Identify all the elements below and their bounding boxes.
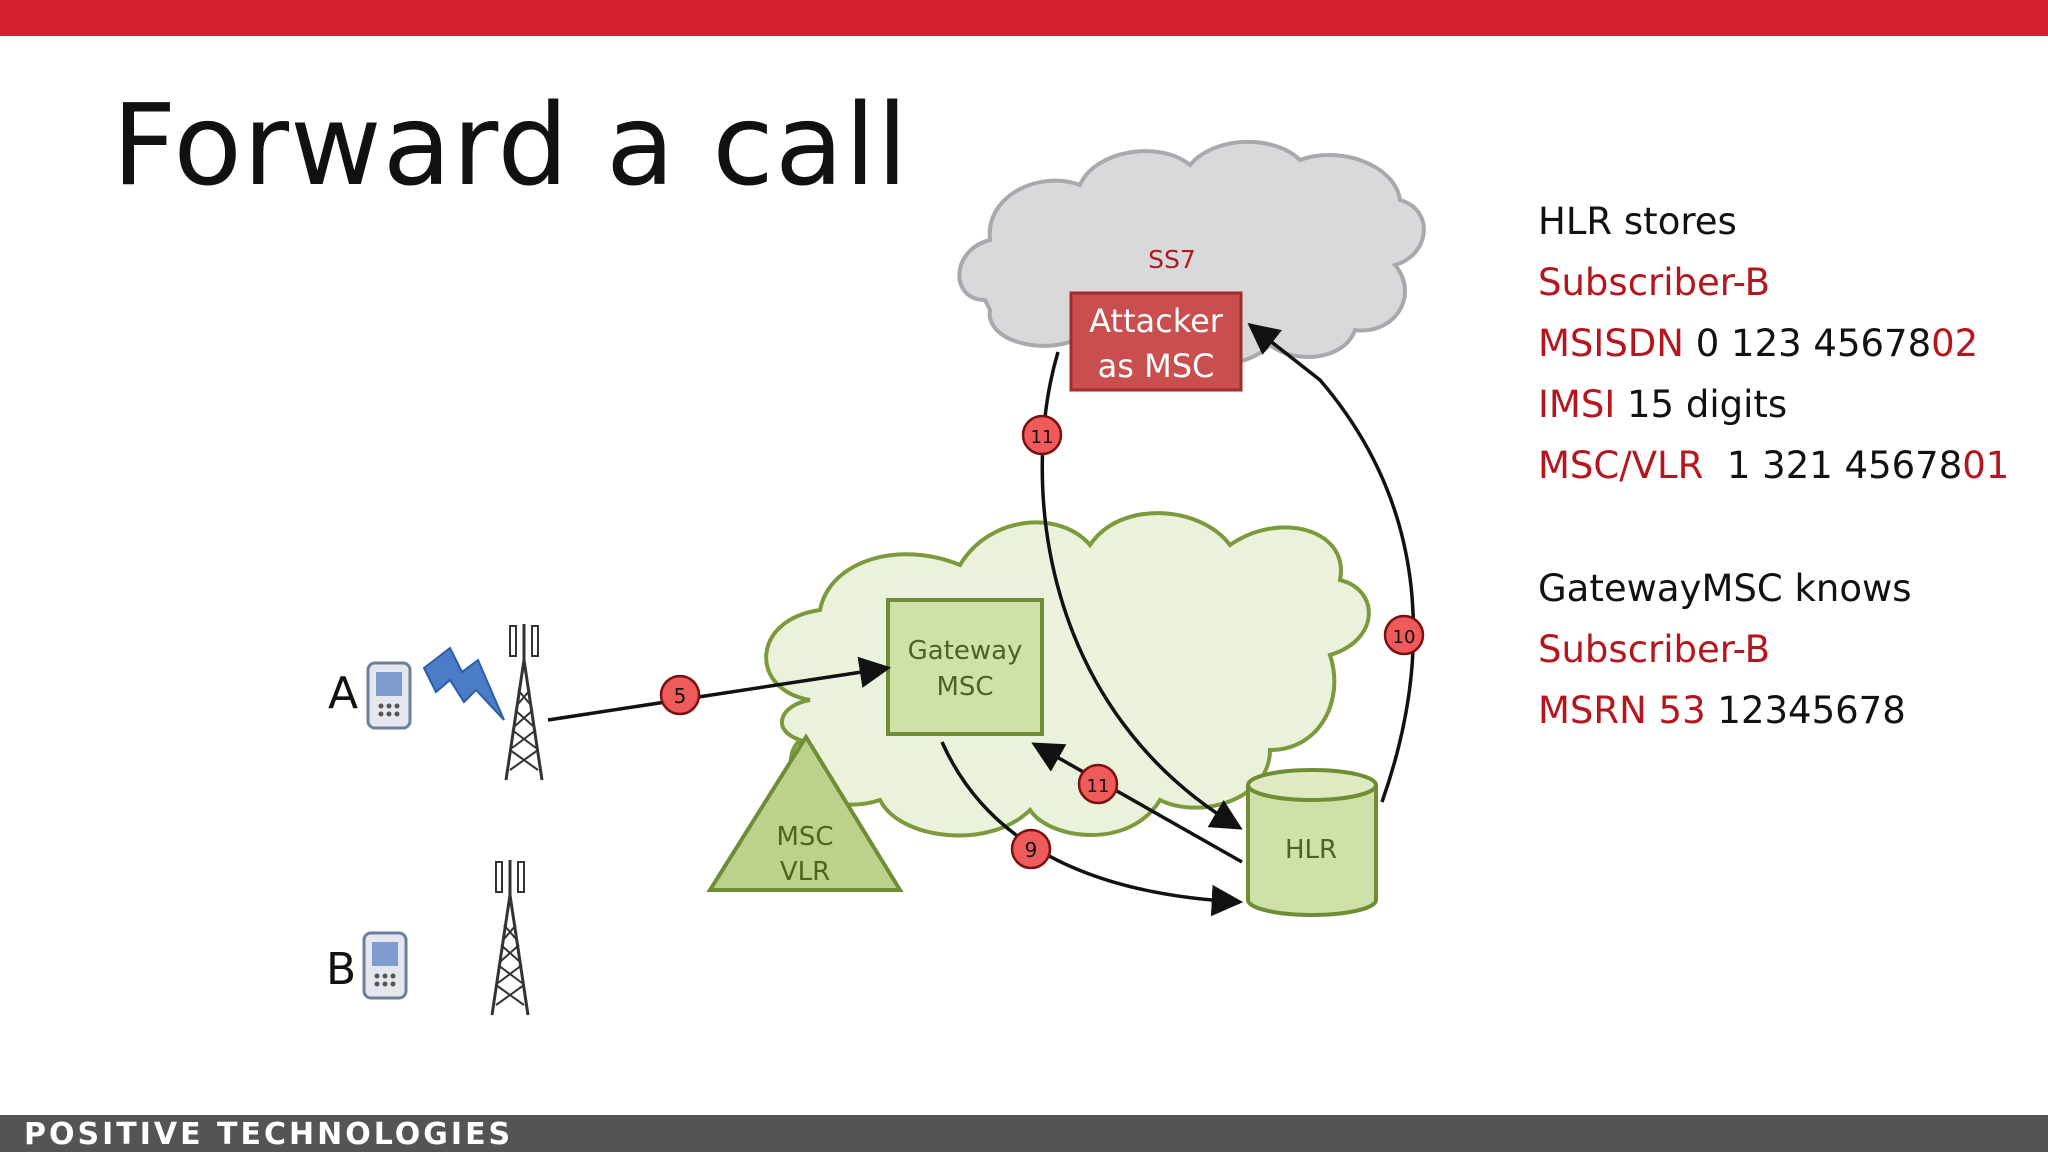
msc-vlr-triangle: MSC VLR [706,733,904,892]
home-network-cloud [764,511,1371,838]
mscvlr-suffix: 01 [1962,444,2010,487]
phone-b-icon [362,931,408,1000]
svg-text:11: 11 [1087,776,1110,797]
subscriber-a-label: A [328,668,358,719]
attacker-label-line2: as MSC [1098,347,1215,385]
imsi-label: IMSI [1538,383,1616,426]
subscriber-b-label: B [326,944,356,995]
imsi-value: 15 digits [1627,383,1788,426]
mscvlr-value: 1 321 45678 [1726,444,1963,487]
footer-bar [0,1115,2048,1152]
arrow-step-9 [940,741,1244,917]
msisdn-suffix: 02 [1931,322,1979,365]
svg-text:11: 11 [1031,427,1054,448]
hlr-stores-heading: HLR stores [1538,200,1737,243]
phone-a-icon [366,661,412,730]
cell-tower-a-icon [504,624,544,781]
hlr-mscvlr-row: MSC/VLR 1 321 4567801 [1538,444,2009,487]
gateway-knows-heading: GatewayMSC knows [1538,567,1912,610]
gateway-label-line2: MSC [936,672,993,702]
cell-tower-b-icon [490,860,530,1016]
arrow-step-5 [547,656,892,722]
hlr-database: HLR [1246,768,1378,917]
arrow-step-11-hlr [1040,351,1243,830]
hlr-subscriber: Subscriber-B [1538,261,1771,304]
attacker-label-line1: Attacker [1089,302,1224,340]
msrn-value: 12345678 [1717,689,1906,732]
gateway-msrn-row: MSRN 53 12345678 [1538,689,1906,732]
gateway-msc-box: Gateway MSC [886,598,1044,736]
arrow-step-11-gateway [1031,742,1243,864]
arrow-step-10 [1247,323,1416,803]
msisdn-value: 0 123 45678 [1695,322,1932,365]
ss7-label: SS7 [1148,245,1196,274]
hlr-msisdn-row: MSISDN 0 123 4567802 [1538,322,1978,365]
msc-vlr-label-line2: VLR [780,857,830,887]
step-badge-9: 9 [1010,828,1052,870]
svg-text:10: 10 [1393,627,1416,648]
msrn-label: MSRN 53 [1538,689,1706,732]
svg-text:9: 9 [1025,838,1038,862]
svg-text:5: 5 [674,684,687,708]
top-accent-bar [0,0,2048,36]
mscvlr-label: MSC/VLR [1538,444,1704,487]
gateway-subscriber: Subscriber-B [1538,628,1771,671]
step-badge-11-upper: 11 [1021,414,1063,456]
attacker-msc-box: Attacker as MSC [1069,291,1243,392]
positive-technologies-logo: POSITIVE TECHNOLOGIES [24,1117,514,1152]
step-badge-11-lower: 11 [1077,763,1119,805]
hlr-imsi-row: IMSI 15 digits [1538,383,1787,426]
lightning-signal-icon [422,646,505,721]
step-badge-10: 10 [1383,614,1425,656]
slide-title: Forward a call [112,81,909,211]
gateway-label-line1: Gateway [908,636,1023,666]
msisdn-label: MSISDN [1538,322,1684,365]
step-badge-5: 5 [659,674,701,716]
hlr-label: HLR [1285,835,1337,865]
msc-vlr-label-line1: MSC [776,822,833,852]
